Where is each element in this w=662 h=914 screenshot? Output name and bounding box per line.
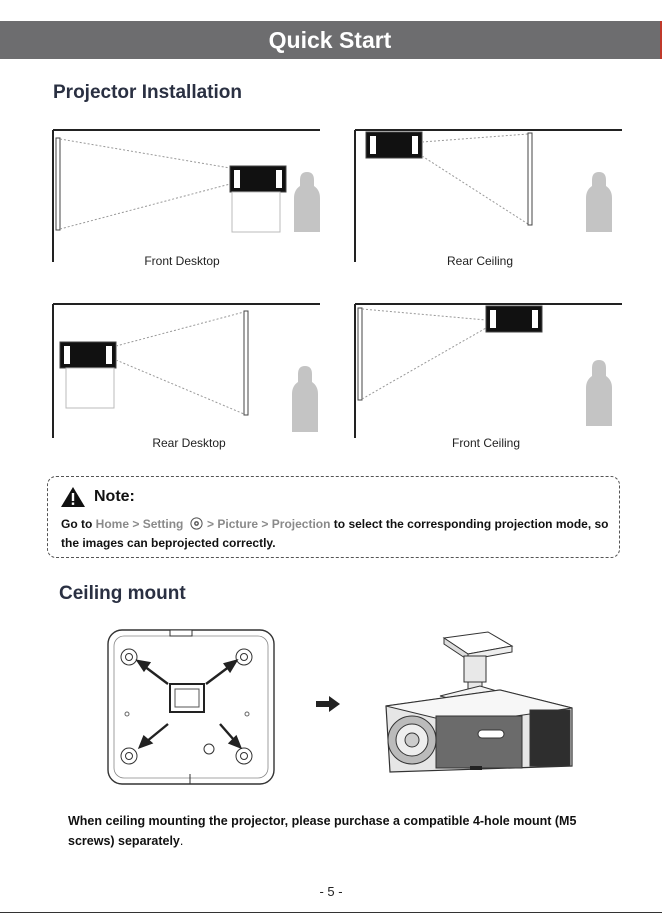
- path-separator: >: [258, 517, 272, 531]
- note-text: Go to Home > Setting > Picture > Project…: [61, 515, 609, 553]
- mounted-projector-illustration: [385, 631, 573, 773]
- warning-icon: [61, 487, 85, 507]
- path-home: Home: [95, 517, 130, 531]
- note-title: Note:: [94, 488, 135, 505]
- note-suffix: to select the corresponding projection m…: [61, 517, 609, 550]
- rear-desktop-caption: Rear Desktop: [152, 436, 226, 450]
- note-header: Note:: [60, 485, 135, 509]
- path-setting: Setting: [142, 517, 184, 531]
- screw-hole-icon: [235, 648, 253, 666]
- rear-ceiling-caption: Rear Ceiling: [446, 254, 514, 268]
- ceiling-mount-instruction: When ceiling mounting the projector, ple…: [68, 811, 608, 851]
- front-desktop-caption: Front Desktop: [144, 254, 220, 268]
- front-ceiling-caption: Front Ceiling: [451, 436, 521, 450]
- note-box: Note: Go to Home > Setting > Picture > P…: [47, 476, 620, 558]
- path-separator: >: [129, 517, 143, 531]
- front-desktop-diagram: [52, 129, 320, 262]
- installation-title: Projector Installation: [53, 82, 242, 103]
- ceiling-mount-title: Ceiling mount: [59, 583, 186, 604]
- instruction-period: .: [179, 834, 184, 848]
- arrow-right-icon: [316, 696, 340, 712]
- rear-ceiling-diagram: [354, 129, 622, 262]
- instruction-text: When ceiling mounting the projector, ple…: [68, 814, 577, 848]
- screw-hole-icon: [120, 747, 138, 765]
- note-prefix: Go to: [61, 517, 96, 531]
- header-bar: Quick Start: [0, 21, 662, 59]
- page-header-title: Quick Start: [268, 27, 392, 53]
- screw-hole-icon: [120, 648, 138, 666]
- path-separator: >: [203, 517, 218, 531]
- footer-divider: [0, 912, 662, 913]
- path-picture: Picture: [217, 517, 259, 531]
- projector-bottom-view: [107, 629, 275, 785]
- path-projection: Projection: [271, 517, 331, 531]
- front-ceiling-diagram: [354, 303, 622, 438]
- screw-hole-icon: [235, 747, 253, 765]
- rear-desktop-diagram: [52, 303, 320, 438]
- page-number: - 5 -: [319, 884, 343, 899]
- settings-gear-icon: [190, 517, 203, 530]
